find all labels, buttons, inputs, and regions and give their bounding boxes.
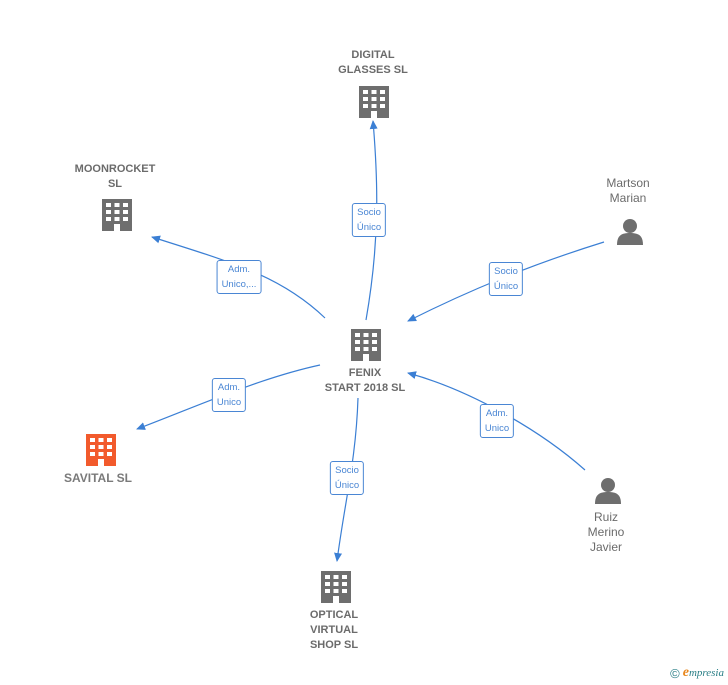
building-icon[interactable]: [102, 199, 132, 231]
node-label-ruiz[interactable]: Ruiz Merino Javier: [587, 510, 625, 554]
building-icon[interactable]: [86, 434, 116, 466]
edge-label-adm-unico: Adm. Unico: [211, 378, 247, 412]
person-icon[interactable]: [617, 219, 643, 245]
edge-label-socio-unico: Socio Único: [329, 461, 365, 495]
building-icon[interactable]: [351, 329, 381, 361]
building-icon[interactable]: [359, 86, 389, 118]
node-label-fenix[interactable]: FENIX START 2018 SL: [324, 367, 406, 394]
edge-label-adm-unico: Adm. Unico: [479, 404, 515, 438]
node-label-savital[interactable]: SAVITAL SL: [63, 471, 133, 485]
edge-label-socio-unico: Socio Único: [351, 203, 387, 237]
node-label-martson[interactable]: Martson Marian: [606, 176, 650, 205]
footer-brand: © empresia: [670, 665, 724, 681]
copyright-icon: ©: [670, 665, 680, 681]
node-label-moonrocket[interactable]: MOONROCKET SL: [74, 163, 156, 190]
node-label-optical[interactable]: OPTICAL VIRTUAL SHOP SL: [309, 609, 359, 651]
building-icon[interactable]: [321, 571, 351, 603]
person-icon[interactable]: [595, 478, 621, 504]
edge-label-adm-unico: Adm. Unico,...: [216, 260, 262, 294]
node-label-digital-glasses[interactable]: DIGITAL GLASSES SL: [338, 49, 408, 76]
edge-label-socio-unico: Socio Único: [488, 262, 524, 296]
brand-logo: empresia: [682, 665, 724, 680]
